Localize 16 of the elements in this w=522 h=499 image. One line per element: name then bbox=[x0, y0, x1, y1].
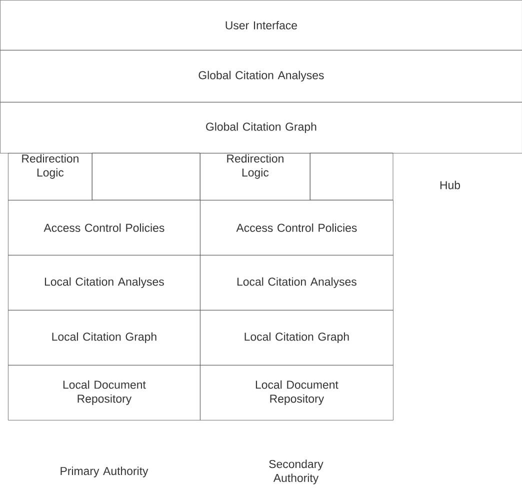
layer-cell: Access Control Policies bbox=[8, 200, 200, 256]
layer-cell: Local Document Repository bbox=[200, 365, 394, 420]
layer-cell: Local Citation Analyses bbox=[8, 255, 200, 310]
layer-cell: Access Control Policies bbox=[200, 200, 394, 256]
layer-cell: Local Citation Analyses bbox=[200, 255, 394, 310]
layer-label: Hub bbox=[440, 180, 460, 190]
layer-label: Primary Authority bbox=[60, 466, 148, 478]
layer-label: Secondary Authority bbox=[269, 460, 324, 484]
layer-cell: Local Citation Graph bbox=[200, 310, 394, 366]
layer-cell: Local Document Repository bbox=[8, 365, 200, 420]
layer-box: Global Citation Analyses bbox=[0, 50, 522, 102]
layer-cell: Local Citation Graph bbox=[8, 310, 200, 366]
layer-box: User Interface bbox=[0, 0, 522, 50]
layer-box: Global Citation Graph bbox=[0, 102, 522, 154]
logic-box: Redirection Logic bbox=[8, 153, 92, 200]
logic-box: Redirection Logic bbox=[200, 153, 310, 200]
